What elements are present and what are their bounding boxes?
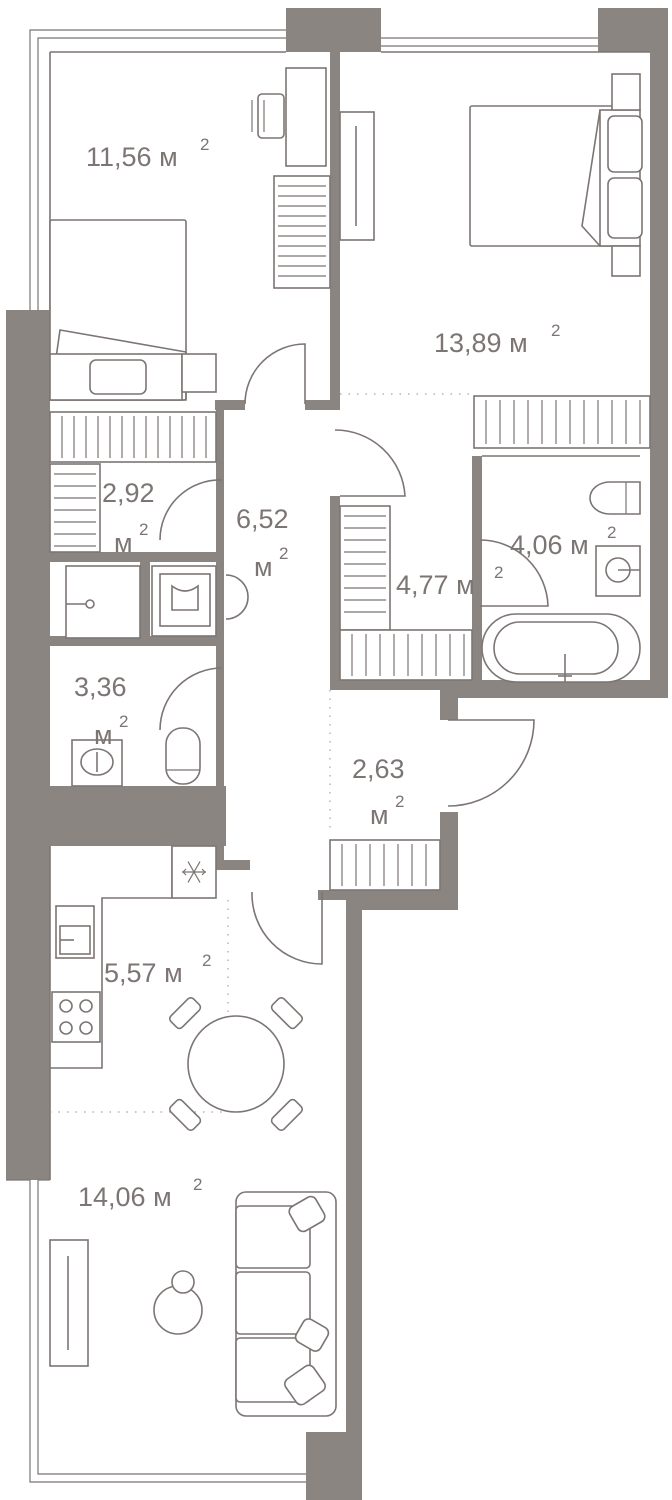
lamp-icon: [153, 1270, 203, 1335]
area-unit-wardrobe: м: [114, 528, 133, 558]
snowflake-icon: [182, 861, 206, 883]
area-label-kitchen: 5,57 м: [104, 958, 183, 988]
wardrobe-icon: [339, 505, 473, 681]
area-label-living: 14,06 м: [78, 1182, 172, 1212]
bed-icon: [49, 219, 217, 401]
wardrobe-icon: [329, 839, 441, 891]
area-exp-bathroom: 2: [607, 523, 616, 542]
sink-icon: [55, 905, 95, 959]
area-unit-entrance: м: [370, 800, 389, 830]
area-unit-wc: м: [94, 720, 113, 750]
area-label-wc: 3,36: [74, 672, 127, 702]
area-label-dressing: 4,77 м: [396, 570, 475, 600]
area-unit-hall: м: [254, 552, 273, 582]
zone-dividers: [50, 393, 472, 1113]
area-label-hall: 6,52: [236, 504, 289, 534]
tv-icon: [49, 1239, 89, 1367]
desk-icon: [251, 67, 327, 167]
area-label-bedroom-small: 11,56 м: [86, 142, 178, 172]
dining-table-icon: [168, 996, 304, 1132]
stove-icon: [51, 991, 101, 1043]
window-frames: [6, 29, 598, 1483]
sink-icon: [65, 565, 141, 639]
area-exp-hall: 2: [279, 544, 288, 563]
sofa-icon: [235, 1191, 337, 1417]
area-exp-entrance: 2: [395, 792, 404, 811]
inner-walls: [49, 51, 650, 1180]
area-label-wardrobe: 2,92: [102, 478, 155, 508]
bathtub-icon: [481, 613, 641, 683]
area-exp-bedroom-small: 2: [200, 135, 209, 154]
area-exp-wardrobe: 2: [139, 520, 148, 539]
area-exp-living: 2: [193, 1175, 202, 1194]
area-exp-wc: 2: [119, 712, 128, 731]
wardrobe-icon: [273, 175, 331, 289]
area-label-bathroom: 4,06 м: [510, 530, 589, 560]
area-exp-dressing: 2: [494, 563, 503, 582]
area-exp-bedroom-large: 2: [551, 321, 560, 340]
toilet-icon: [165, 727, 201, 785]
bed-icon: [469, 73, 643, 277]
area-label-entrance: 2,63: [352, 754, 405, 784]
area-exp-kitchen: 2: [202, 951, 211, 970]
room-labels: 11,56 м 2 13,89 м 2 2,92 м 2 6,52 м 2 4,…: [74, 135, 616, 1212]
tv-icon: [339, 111, 375, 241]
sink-icon: [71, 739, 123, 787]
sink-icon: [595, 545, 641, 597]
wardrobe-icon: [49, 411, 217, 553]
walls: [6, 8, 668, 1500]
toilet-icon: [589, 481, 641, 515]
doors: [159, 343, 549, 965]
wardrobe-icon: [473, 395, 651, 449]
washing-machine-icon: [151, 565, 217, 637]
area-label-bedroom-large: 13,89 м: [434, 328, 528, 358]
